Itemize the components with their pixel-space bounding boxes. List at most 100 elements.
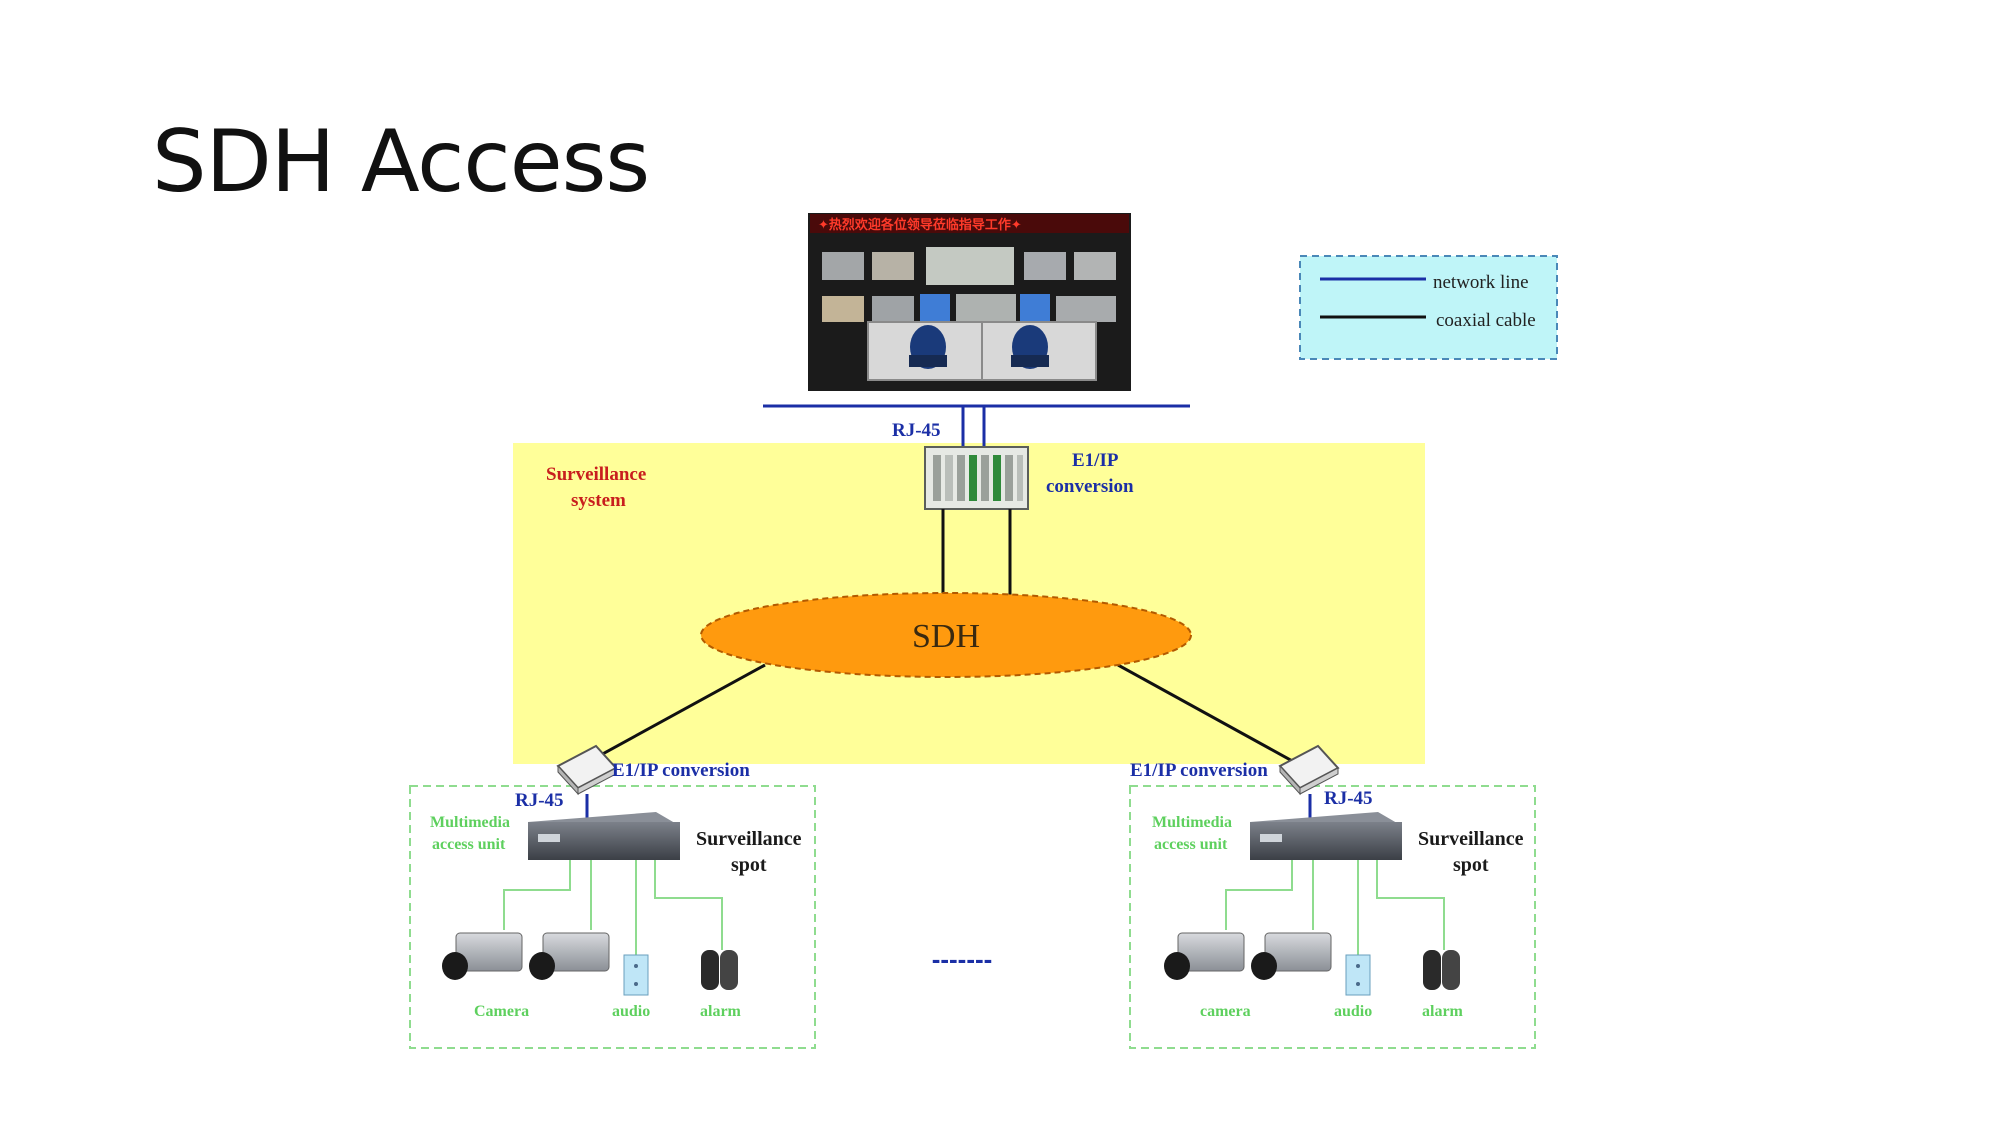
camera-label-left: Camera (474, 1003, 529, 1020)
device-links-left (503, 860, 723, 955)
banner-strip (810, 214, 1129, 233)
camera-icon (529, 932, 610, 980)
legend-network-line-label: network line (1433, 272, 1529, 293)
alarm-label-left: alarm (700, 1003, 742, 1020)
camera-lens (1164, 952, 1190, 980)
spot-label-right-line2: spot (1453, 854, 1489, 876)
rack-module (1017, 455, 1023, 501)
wall-screen (1056, 296, 1116, 322)
camera-lens (442, 952, 468, 980)
spot-label-left-line1: Surveillance (696, 828, 802, 850)
camera-body (1264, 932, 1332, 972)
link-camera-1 (503, 860, 571, 930)
operator-chair-seat (1011, 355, 1049, 367)
coax-link-left (576, 663, 766, 770)
wall-screen (956, 294, 1016, 322)
wall-screen (872, 252, 914, 280)
device-links-right (1225, 860, 1445, 955)
link-alarm (1376, 860, 1445, 950)
e1ip-label-right: E1/IP conversion (1130, 760, 1268, 781)
audio-dot (634, 982, 638, 986)
camera-label-right: camera (1200, 1003, 1251, 1020)
audio-dot (1356, 964, 1360, 968)
rack-module (1005, 455, 1013, 501)
alarm-icon (701, 950, 738, 990)
wall-screen (920, 294, 950, 322)
rack-module (969, 455, 977, 501)
audio-body (1345, 954, 1371, 996)
audio-icon (623, 954, 649, 996)
legend-coaxial-cable-label: coaxial cable (1436, 310, 1536, 331)
spot-boundary (409, 785, 816, 1049)
mau-panel (538, 834, 560, 842)
mau-label-right-line2: access unit (1154, 836, 1228, 853)
mau-label-left-line2: access unit (432, 836, 506, 853)
rj45-top-label: RJ-45 (892, 420, 941, 441)
wall-screen (926, 247, 1014, 285)
converter-front (577, 767, 617, 795)
rj45-label-left: RJ-45 (515, 790, 564, 811)
e1ip-converter-left (556, 744, 618, 796)
e1ip-label-left: E1/IP conversion (612, 760, 750, 781)
surveillance-spot-right: E1/IP conversion RJ-45 Multimedia access… (1129, 744, 1536, 1049)
rack-module (993, 455, 1001, 501)
camera-icon (1251, 932, 1332, 980)
rack-module (981, 455, 989, 501)
sdh-label: SDH (912, 618, 980, 655)
wall-screen (1020, 294, 1050, 322)
rj45-label-right: RJ-45 (1324, 788, 1373, 809)
wall-screen (1074, 252, 1116, 280)
operator-chair-seat (909, 355, 947, 367)
slide-title: SDH Access (152, 112, 650, 212)
audio-dot (1356, 982, 1360, 986)
link-alarm (654, 860, 723, 950)
camera-icon (1164, 932, 1245, 980)
e1ip-conversion-rack (924, 446, 1029, 510)
e1ip-top-label-line2: conversion (1046, 476, 1134, 497)
camera-lens (1251, 952, 1277, 980)
spot-label-left-line2: spot (731, 854, 767, 876)
mau-label-right-line1: Multimedia (1152, 814, 1232, 831)
audio-body (623, 954, 649, 996)
camera-icon (442, 932, 523, 980)
spot-boundary (1129, 785, 1536, 1049)
camera-body (542, 932, 610, 972)
alarm-icon (1423, 950, 1460, 990)
legend: network line coaxial cable (1299, 255, 1558, 360)
link-camera-1 (1225, 860, 1293, 930)
e1ip-converter-right (1278, 744, 1340, 796)
rack-module (957, 455, 965, 501)
converter-front (1299, 767, 1339, 795)
multimedia-access-unit-left (528, 812, 680, 860)
more-spots-ellipsis: ------- (932, 944, 993, 974)
multimedia-access-unit-right (1250, 812, 1402, 860)
alarm-body (1442, 950, 1460, 990)
sdh-cloud (700, 592, 1192, 678)
audio-icon (1345, 954, 1371, 996)
audio-label-left: audio (612, 1003, 650, 1020)
legend-box (1299, 255, 1558, 360)
alarm-label-right: alarm (1422, 1003, 1464, 1020)
wall-screen (822, 252, 864, 280)
camera-lens (529, 952, 555, 980)
mau-label-left-line1: Multimedia (430, 814, 510, 831)
alarm-body (1423, 950, 1441, 990)
surveillance-system-label-line2: system (571, 490, 626, 511)
audio-dot (634, 964, 638, 968)
surveillance-system-label-line1: Surveillance (546, 464, 646, 485)
rack-module (945, 455, 953, 501)
control-center-banner: ✦热烈欢迎各位领导莅临指导工作✦ (818, 217, 1022, 233)
audio-label-right: audio (1334, 1003, 1372, 1020)
surveillance-spot-left: E1/IP conversion RJ-45 Multimedia access… (409, 744, 816, 1049)
control-center-image: ✦热烈欢迎各位领导莅临指导工作✦ (808, 213, 1131, 391)
alarm-body (701, 950, 719, 990)
rack-module (933, 455, 941, 501)
wall-screen (1024, 252, 1066, 280)
wall-screen (822, 296, 864, 322)
mau-panel (1260, 834, 1282, 842)
alarm-body (720, 950, 738, 990)
camera-body (1177, 932, 1245, 972)
spot-label-right-line1: Surveillance (1418, 828, 1524, 850)
e1ip-top-label-line1: E1/IP (1072, 450, 1119, 471)
